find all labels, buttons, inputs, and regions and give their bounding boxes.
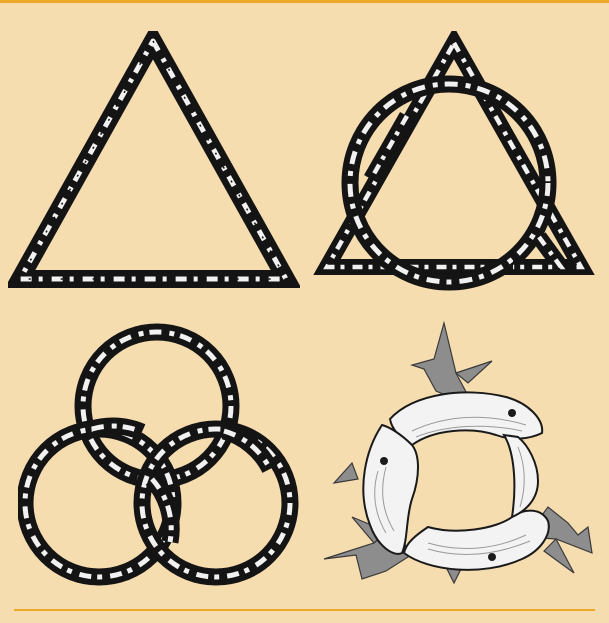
triangle-circle-icon xyxy=(313,31,595,299)
bottom-rule xyxy=(14,609,595,611)
three-fish-icon xyxy=(316,321,602,597)
triangle-icon xyxy=(8,31,300,291)
borromean-rings-icon xyxy=(18,319,302,591)
